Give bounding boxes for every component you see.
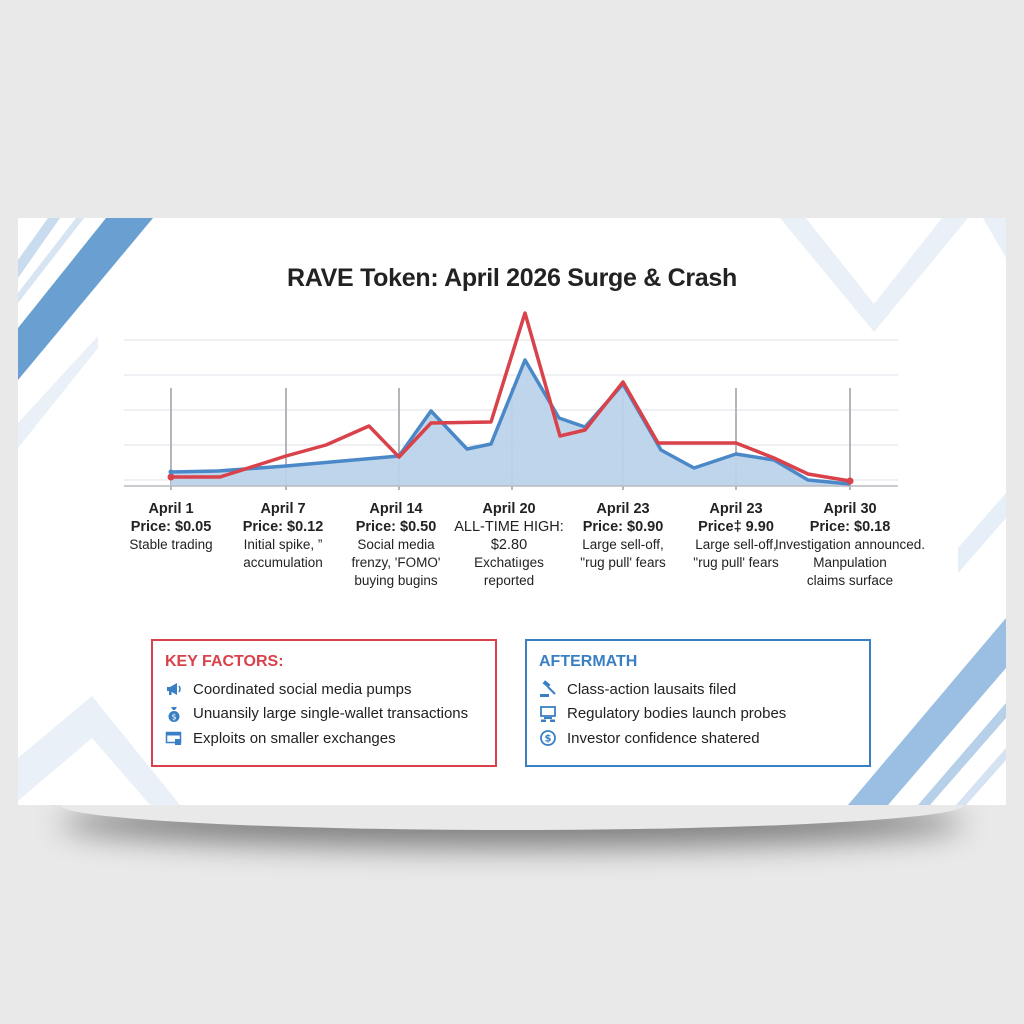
timeline-label-april-7: April 7 Price: $0.12 Initial spike, ” ac… bbox=[242, 501, 324, 570]
blue-area bbox=[171, 360, 850, 486]
chart-title: RAVE Token: April 2026 Surge & Crash bbox=[287, 264, 737, 292]
key-factor-item: $ Unuansily large single-wallet transact… bbox=[165, 702, 483, 727]
dollar-coin-icon: $ bbox=[539, 729, 557, 747]
key-factor-item: Exploits on smaller exchanges bbox=[165, 726, 483, 751]
svg-text:$: $ bbox=[545, 734, 552, 745]
key-factors-heading: KEY FACTORS: bbox=[165, 653, 284, 670]
megaphone-icon bbox=[165, 680, 183, 698]
blue-series-line bbox=[170, 358, 851, 486]
timeline-label-april-1: April 1 Price: $0.05 Stable trading bbox=[129, 501, 213, 552]
red-series-line bbox=[171, 311, 851, 483]
aftermath-item: Regulatory bodies launch probes bbox=[539, 702, 857, 727]
aftermath-item: $ Investor confidence shatered bbox=[539, 726, 857, 751]
timeline-label-april-20: April 20 ALL-TIME HIGH: $2.80 Exchatiıge… bbox=[454, 501, 564, 588]
aftermath-item: Class-action lausaits filed bbox=[539, 677, 857, 702]
aftermath-heading: AFTERMATH bbox=[539, 653, 638, 670]
svg-text:$: $ bbox=[171, 712, 176, 721]
regulator-computer-icon bbox=[539, 705, 557, 723]
infographic-card: RAVE Token: April 2026 Surge & Crash bbox=[18, 218, 1006, 805]
timeline-label-april-30: April 30 Price: $0.18 Investigation anno… bbox=[774, 501, 926, 588]
key-factors-box: KEY FACTORS: Coordinated social media pu… bbox=[151, 639, 497, 767]
key-factor-item: Coordinated social media pumps bbox=[165, 677, 483, 702]
decorative-stripes bbox=[18, 218, 1006, 805]
exchange-window-icon bbox=[165, 729, 183, 747]
gavel-icon bbox=[539, 680, 557, 698]
aftermath-box: AFTERMATH Class-action lausaits filed Re… bbox=[525, 639, 871, 767]
price-chart bbox=[124, 311, 898, 490]
timeline-label-april-23-a: April 23 Price: $0.90 Large sell-off, "r… bbox=[580, 501, 666, 570]
timeline-label-april-14: April 14 Price: $0.50 Social media frenz… bbox=[351, 501, 441, 588]
money-bag-icon: $ bbox=[165, 705, 183, 723]
timeline-label-april-23-b: April 23 Price‡ 9.90 Large sell-off, "ru… bbox=[693, 501, 779, 570]
